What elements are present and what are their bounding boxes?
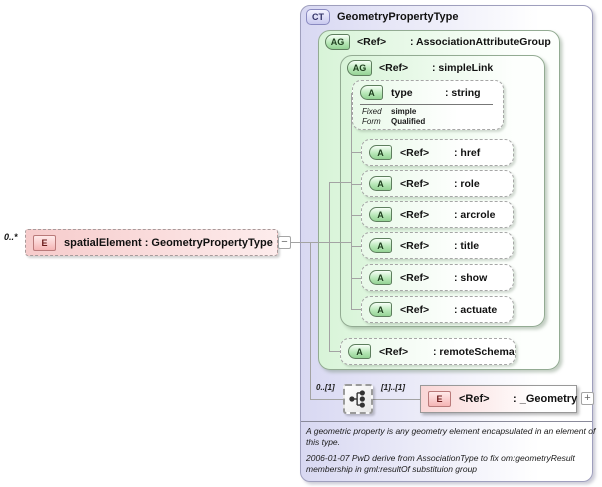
annotation-documentation: A geometric property is any geometry ele… <box>306 426 596 447</box>
attribute-type: : remoteSchema <box>433 345 515 358</box>
attribute-badge-icon: A <box>360 85 383 100</box>
expand-button[interactable]: + <box>581 392 594 405</box>
attribute-badge-icon: A <box>369 176 392 191</box>
element-box-spatialelement[interactable]: E spatialElement : GeometryPropertyType <box>25 229 278 256</box>
sequence-icon <box>349 390 365 408</box>
connector-line <box>329 182 351 183</box>
attribute-box-role[interactable]: A <Ref> : role <box>361 170 514 197</box>
attribute-group-type: : AssociationAttributeGroup <box>410 36 551 48</box>
attribute-badge-icon: A <box>369 302 392 317</box>
connector-line <box>351 215 361 216</box>
annotation-revision: 2006-01-07 PwD derive from AssociationTy… <box>306 453 575 474</box>
attribute-badge-icon: A <box>348 344 371 359</box>
connector-line <box>329 351 340 352</box>
attribute-badge-icon: A <box>369 238 392 253</box>
attribute-box-actuate[interactable]: A <Ref> : actuate <box>361 296 514 323</box>
connector-line <box>310 399 343 400</box>
attribute-group-ref: <Ref> <box>357 36 387 48</box>
attribute-name: type <box>391 86 413 99</box>
attribute-row: A type : string <box>353 81 503 100</box>
attribute-ref: <Ref> <box>400 239 430 252</box>
attribute-badge-icon: A <box>369 207 392 222</box>
complex-type-badge: CT <box>306 9 330 25</box>
collapse-button[interactable]: − <box>278 236 291 249</box>
attribute-type: : title <box>454 239 480 252</box>
attribute-box-type[interactable]: A type : string Fixed simple Form Qualif… <box>352 80 504 130</box>
element-box-geometry[interactable]: E <Ref> : _Geometry <box>420 385 577 413</box>
facet-form: Form Qualified <box>362 116 426 126</box>
attribute-type: : arcrole <box>454 208 496 221</box>
element-badge-icon: E <box>428 391 451 407</box>
facet-fixed: Fixed simple <box>362 107 417 116</box>
attribute-ref: <Ref> <box>400 146 430 159</box>
attribute-ref: <Ref> <box>400 177 430 190</box>
attribute-group-header-association: AG <Ref> : AssociationAttributeGroup <box>325 34 551 50</box>
attribute-box-title[interactable]: A <Ref> : title <box>361 232 514 259</box>
connector-line <box>351 93 352 309</box>
attribute-group-header-simplelink: AG <Ref> : simpleLink <box>347 60 493 76</box>
element-ref: <Ref> <box>459 393 490 405</box>
attribute-box-arcrole[interactable]: A <Ref> : arcrole <box>361 201 514 228</box>
occurrence-label-right: [1]..[1] <box>381 383 405 392</box>
attribute-type: : role <box>454 177 480 190</box>
connector-line <box>351 309 361 310</box>
attribute-type: : actuate <box>454 303 498 316</box>
attribute-group-ref: <Ref> <box>379 62 409 74</box>
connector-line <box>329 182 330 352</box>
attribute-type: : href <box>454 146 481 159</box>
element-occurrence-label: 0..* <box>4 232 18 242</box>
annotation-separator <box>301 421 592 422</box>
attribute-group-badge-icon: AG <box>325 34 350 50</box>
complex-type-title: GeometryPropertyType <box>337 11 459 23</box>
attribute-box-remoteschema[interactable]: A <Ref> : remoteSchema <box>340 338 516 365</box>
element-badge-icon: E <box>33 234 56 251</box>
connector-line <box>351 246 361 247</box>
occurrence-label-left: 0..[1] <box>316 383 335 392</box>
attribute-ref: <Ref> <box>379 345 409 358</box>
facet-list: Fixed simple Form Qualified <box>362 107 425 126</box>
connector-line <box>290 242 351 243</box>
connector-line <box>310 242 311 400</box>
attribute-box-show[interactable]: A <Ref> : show <box>361 264 514 291</box>
attribute-type: : show <box>454 271 488 284</box>
attribute-type: : string <box>445 86 481 99</box>
element-type: : _Geometry <box>513 393 578 405</box>
attribute-ref: <Ref> <box>400 303 430 316</box>
connector-line <box>373 399 420 400</box>
connector-line <box>351 278 361 279</box>
connector-line <box>351 152 361 153</box>
complex-type-header: CT GeometryPropertyType <box>306 9 458 25</box>
attribute-box-href[interactable]: A <Ref> : href <box>361 139 514 166</box>
attribute-ref: <Ref> <box>400 208 430 221</box>
sequence-compositor-box[interactable] <box>343 384 373 414</box>
attribute-ref: <Ref> <box>400 271 430 284</box>
connector-line <box>351 184 361 185</box>
attribute-group-type: : simpleLink <box>432 62 494 74</box>
attribute-group-badge-icon: AG <box>347 60 372 76</box>
attribute-badge-icon: A <box>369 145 392 160</box>
element-label: spatialElement : GeometryPropertyType <box>64 236 273 249</box>
attribute-badge-icon: A <box>369 270 392 285</box>
facet-separator <box>360 104 493 105</box>
